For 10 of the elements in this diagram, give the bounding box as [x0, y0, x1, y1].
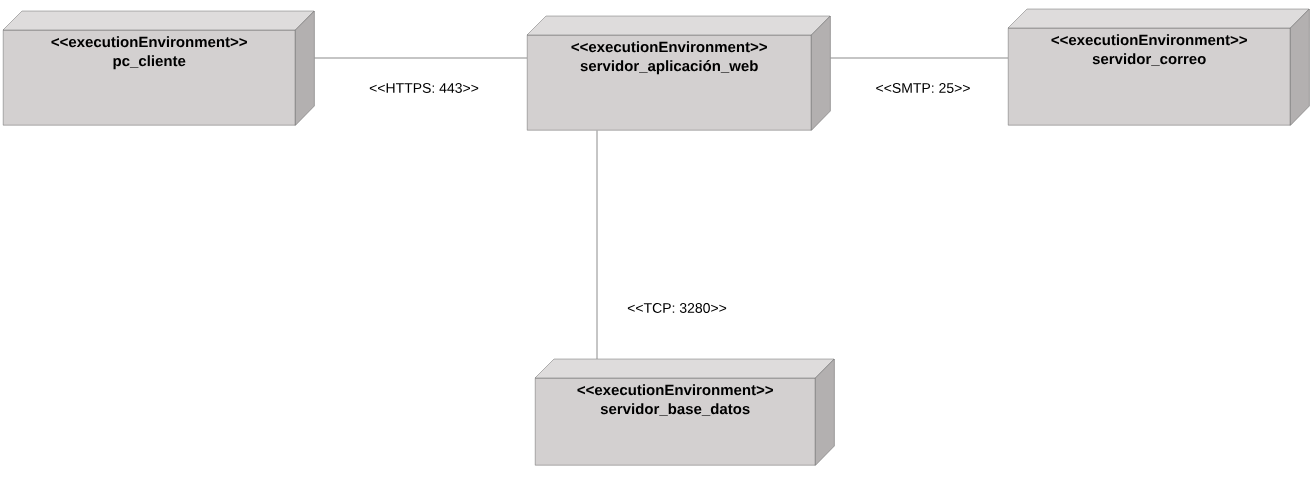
edge-label: <<SMTP: 25>>	[874, 82, 972, 94]
connector-line	[596, 129, 598, 360]
connector-line	[313, 57, 528, 59]
edge-label: <<TCP: 3280>>	[626, 302, 728, 314]
execution-environment-node: <<executionEnvironment>> pc_cliente	[2, 10, 315, 126]
execution-environment-node: <<executionEnvironment>> servidor_base_datos	[534, 358, 835, 466]
execution-environment-node: <<executionEnvironment>> servidor_aplicación_web	[526, 15, 831, 131]
edge-label: <<HTTPS: 443>>	[368, 82, 480, 94]
connector-line	[829, 57, 1009, 59]
execution-environment-node: <<executionEnvironment>> servidor_correo	[1007, 8, 1310, 126]
